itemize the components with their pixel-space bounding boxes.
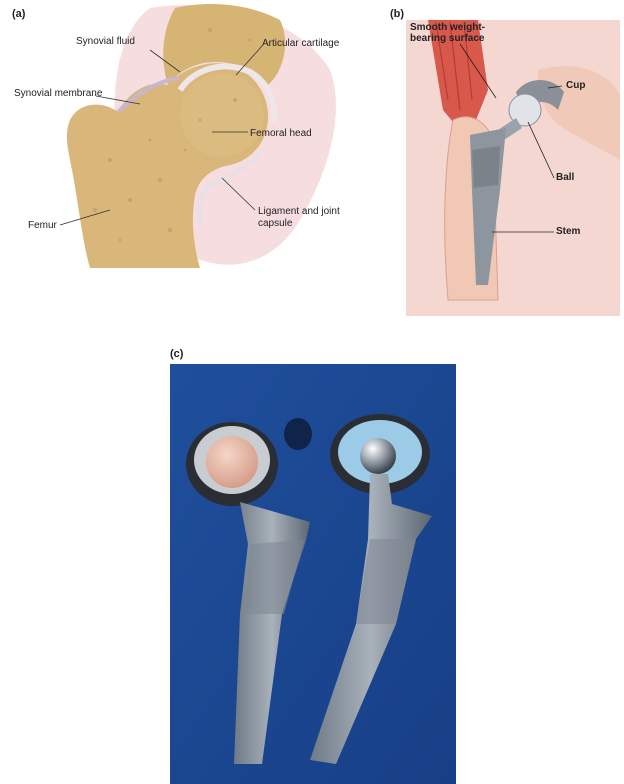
panel-c: (c): [0, 340, 624, 784]
panel-a: (a) Synovial fluid Articular: [0, 0, 380, 300]
left-ceramic-ball: [206, 436, 258, 488]
label-surface-line2: bearing surface: [410, 33, 484, 44]
label-femur: Femur: [28, 220, 57, 231]
implant-photo: [170, 364, 456, 784]
label-synovial-membrane: Synovial membrane: [14, 88, 102, 99]
panel-c-letter: (c): [170, 348, 183, 360]
panel-b: (b) Smooth weight- bearing surface Cup B…: [388, 0, 624, 320]
label-ball: Ball: [556, 172, 574, 183]
label-cup: Cup: [566, 80, 585, 91]
label-stem: Stem: [556, 226, 580, 237]
label-ligament-line1: Ligament and joint: [258, 206, 340, 217]
label-ligament-line2: capsule: [258, 218, 292, 229]
label-articular-cartilage: Articular cartilage: [262, 38, 339, 49]
femoral-head: [180, 73, 264, 157]
label-synovial-fluid: Synovial fluid: [76, 36, 135, 47]
label-femoral-head: Femoral head: [250, 128, 312, 139]
right-chrome-ball: [360, 438, 396, 474]
implant-in-body-illustration: [388, 0, 624, 320]
label-surface-line1: Smooth weight-: [410, 22, 485, 33]
